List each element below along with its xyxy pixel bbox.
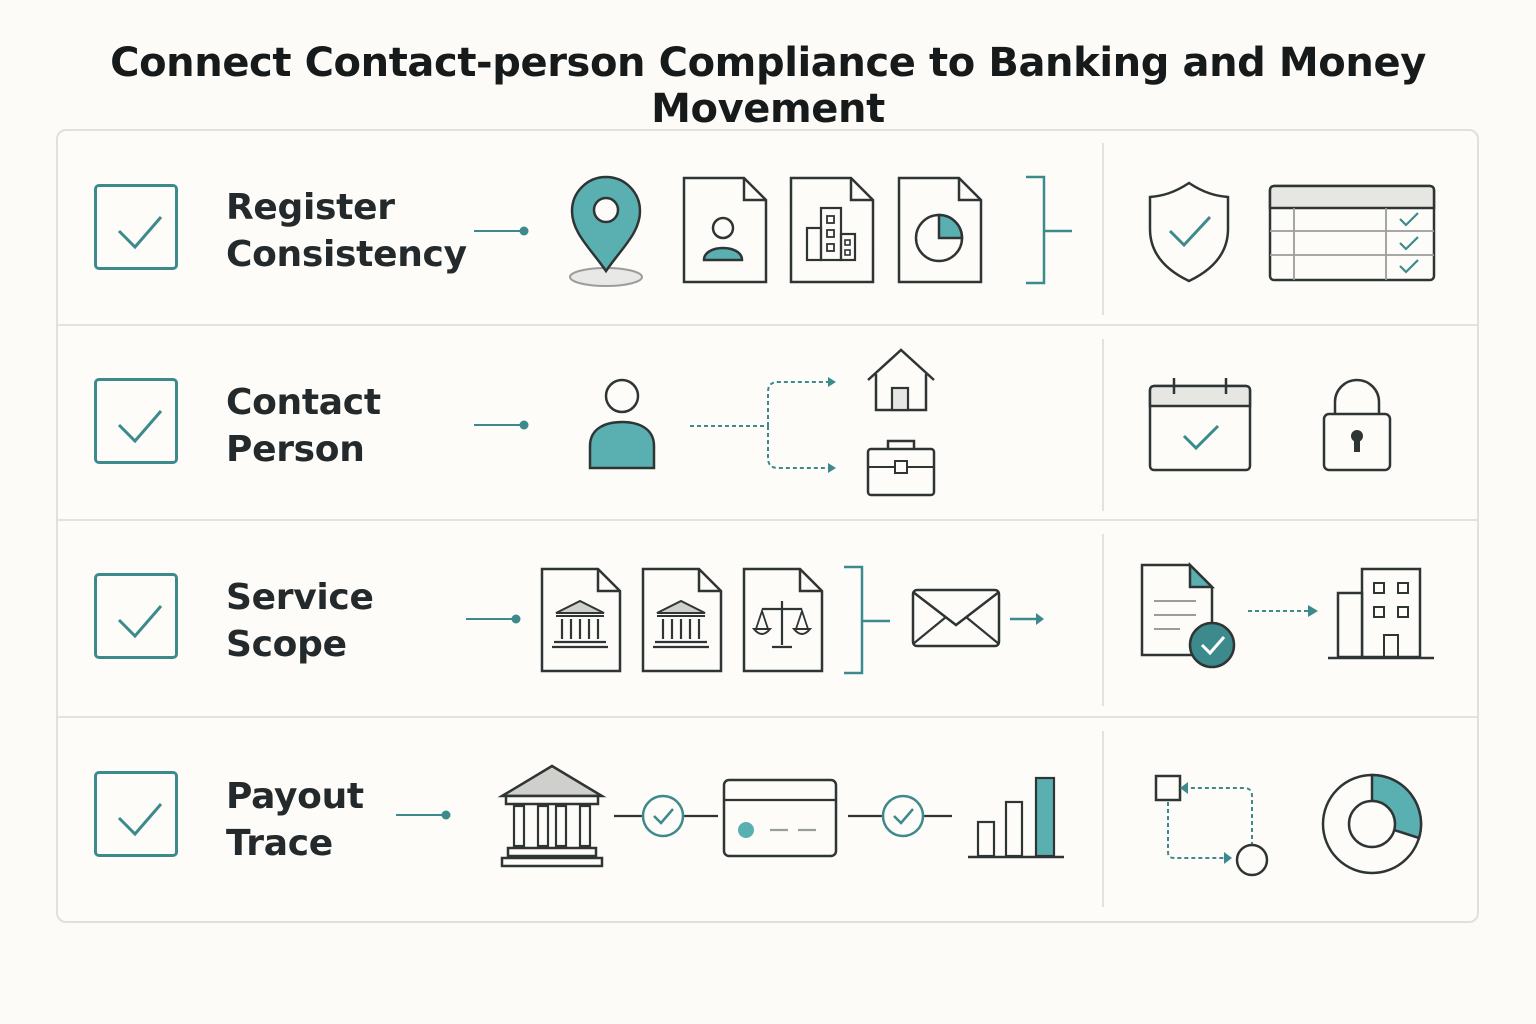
row-checkbox[interactable] bbox=[94, 184, 178, 270]
person-icon bbox=[588, 378, 656, 470]
dashed-arrow-icon bbox=[1248, 605, 1318, 617]
connector-dot-icon bbox=[396, 810, 451, 820]
checkmark-icon bbox=[117, 410, 163, 444]
house-icon bbox=[867, 348, 935, 412]
row-label-line: Trace bbox=[226, 823, 333, 864]
row-payout-trace: Payout Trace bbox=[58, 718, 1477, 921]
row-label-line: Contact bbox=[226, 382, 381, 423]
row-divider bbox=[58, 324, 1477, 326]
check-circle-icon bbox=[848, 794, 952, 838]
arrow-right-icon bbox=[1010, 613, 1044, 625]
bank-icon bbox=[497, 764, 607, 868]
bar-chart-icon bbox=[968, 776, 1064, 859]
pie-document-icon bbox=[897, 176, 983, 284]
checkmark-icon bbox=[117, 216, 163, 250]
column-divider bbox=[1102, 339, 1104, 511]
office-building-icon bbox=[1328, 567, 1434, 660]
connector-dot-icon bbox=[474, 420, 529, 430]
row-label-line: Consistency bbox=[226, 234, 467, 275]
briefcase-icon bbox=[866, 439, 936, 497]
checklist-table-icon bbox=[1268, 184, 1436, 282]
compliance-panel: Register Consistency bbox=[56, 129, 1479, 923]
row-label-line: Payout bbox=[226, 776, 364, 817]
row-checkbox[interactable] bbox=[94, 378, 178, 464]
row-register-consistency: Register Consistency bbox=[58, 131, 1477, 324]
person-document-icon bbox=[682, 176, 768, 284]
row-service-scope: Service Scope bbox=[58, 521, 1477, 716]
column-divider bbox=[1102, 534, 1104, 706]
bracket-icon bbox=[844, 565, 890, 675]
row-label-line: Register bbox=[226, 187, 395, 228]
bank-document-icon bbox=[540, 567, 622, 673]
page-title: Connect Contact-person Compliance to Ban… bbox=[110, 40, 1426, 132]
bracket-icon bbox=[1026, 175, 1072, 285]
scales-document-icon bbox=[742, 567, 824, 673]
row-label-line: Service bbox=[226, 577, 374, 618]
location-pin-icon bbox=[569, 175, 643, 287]
row-divider bbox=[58, 716, 1477, 718]
row-divider bbox=[58, 519, 1477, 521]
branch-arrows-icon bbox=[690, 377, 836, 473]
check-circle-icon bbox=[614, 794, 718, 838]
padlock-icon bbox=[1322, 378, 1392, 472]
row-label: Payout Trace bbox=[226, 773, 364, 867]
envelope-icon bbox=[911, 588, 1001, 648]
donut-chart-icon bbox=[1321, 773, 1423, 875]
connector-dot-icon bbox=[466, 614, 521, 624]
row-contact-person: Contact Person bbox=[58, 326, 1477, 519]
checkmark-icon bbox=[117, 803, 163, 837]
bank-document-icon bbox=[641, 567, 723, 673]
row-checkbox[interactable] bbox=[94, 771, 178, 857]
calendar-check-icon bbox=[1148, 378, 1252, 472]
row-label: Service Scope bbox=[226, 574, 374, 668]
verified-document-icon bbox=[1140, 561, 1236, 669]
shield-check-icon bbox=[1148, 181, 1230, 283]
column-divider bbox=[1102, 731, 1104, 907]
row-label-line: Scope bbox=[226, 624, 347, 665]
connector-dot-icon bbox=[474, 226, 529, 236]
building-document-icon bbox=[789, 176, 875, 284]
card-icon bbox=[722, 778, 838, 858]
checkmark-icon bbox=[117, 605, 163, 639]
row-checkbox[interactable] bbox=[94, 573, 178, 659]
row-label-line: Person bbox=[226, 429, 365, 470]
row-label: Contact Person bbox=[226, 379, 381, 473]
row-label: Register Consistency bbox=[226, 184, 467, 278]
column-divider bbox=[1102, 143, 1104, 315]
flow-loop-icon bbox=[1154, 774, 1269, 877]
